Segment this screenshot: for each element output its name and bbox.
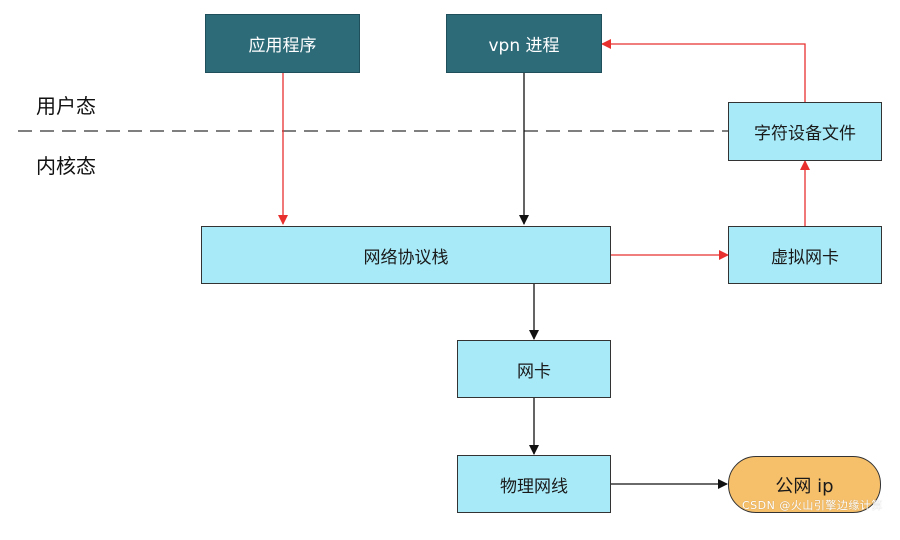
- node-virtual-nic: 虚拟网卡: [728, 226, 882, 284]
- node-app: 应用程序: [205, 14, 360, 73]
- node-network-stack: 网络协议栈: [201, 226, 611, 284]
- zone-label-user: 用户态: [36, 94, 96, 118]
- node-public-ip: 公网 ip: [728, 456, 881, 513]
- edge-char-device-to-vpn: [601, 39, 806, 102]
- zone-label-kernel: 内核态: [36, 154, 96, 178]
- node-char-device-file: 字符设备文件: [728, 102, 882, 161]
- node-vpn-process: vpn 进程: [446, 14, 602, 73]
- node-nic: 网卡: [457, 340, 611, 398]
- node-physical-cable: 物理网线: [457, 455, 611, 513]
- watermark-text: CSDN @火山引擎边缘计算: [742, 499, 883, 512]
